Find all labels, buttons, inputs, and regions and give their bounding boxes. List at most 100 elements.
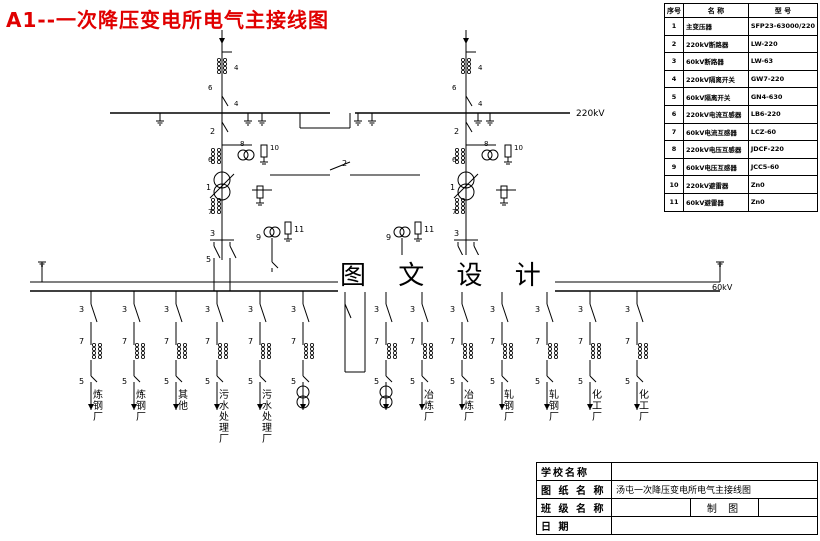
drawing-name-value: 汤屯一次降压变电所电气主接线图 <box>611 480 818 499</box>
feeder-10-ct-coil <box>508 354 513 359</box>
feeder-9-number-3: 3 <box>450 305 455 314</box>
feeder-12-ct-coil <box>591 342 596 347</box>
incoming-line-2-ct-coil <box>460 66 465 71</box>
feeder-7-ct-coil <box>392 342 397 347</box>
station-transformer-1-winding-hv <box>296 385 310 399</box>
part-model: JCC5-60 <box>747 157 819 177</box>
feeder-11-ct-coil <box>548 354 553 359</box>
part-index: 10 <box>664 175 684 194</box>
incoming-line-1-ct-coil <box>222 66 227 71</box>
feeder-7-ct-coil <box>386 342 391 347</box>
part-model: Zn0 <box>747 175 819 194</box>
feeder-10-number-7: 7 <box>490 337 495 346</box>
feeder-12-label-char: 工 <box>592 401 602 412</box>
feeder-3-number-5: 5 <box>164 377 169 386</box>
part-model: SFP23-63000/220 <box>747 17 819 36</box>
feeder-1-label-char: 炼 <box>93 388 103 401</box>
feeder-7-disconnect-blade <box>385 375 393 383</box>
part-model: LB6-220 <box>747 104 819 124</box>
lv-vt-branch-2-vt-winding <box>393 226 405 238</box>
lv-vt-branch-2-arrester <box>414 221 422 235</box>
feeder-9-ct-coil <box>462 350 467 355</box>
feeder-8-ct-coil <box>422 350 427 355</box>
header-model: 型 号 <box>747 3 819 18</box>
feeder-5-arrow <box>257 404 263 410</box>
feeder-8-ct-coil <box>422 354 427 359</box>
feeder-6-ct-coil <box>309 354 314 359</box>
feeder-10-ct-coil <box>502 354 507 359</box>
feeder-6-ct-coil <box>303 346 308 351</box>
part-name: 60kV电压互感器 <box>683 157 749 177</box>
part-index: 1 <box>664 17 684 36</box>
feeder-10-number-3: 3 <box>490 305 495 314</box>
part-index: 11 <box>664 192 684 212</box>
feeder-8-ct-coil <box>428 350 433 355</box>
feeder-2-ct-coil <box>134 346 139 351</box>
feeder-2-label-char: 炼 <box>136 388 146 401</box>
incoming-line-2-ct-lv-coil <box>460 205 465 210</box>
incoming-line-1-ct-lower-coil <box>210 151 215 156</box>
feeder-2-ct-coil <box>134 350 139 355</box>
feeder-12-ct-coil <box>591 346 596 351</box>
feeder-4-ct-coil <box>217 354 222 359</box>
feeder-6-ct-coil <box>303 350 308 355</box>
feeder-10-ct-coil <box>502 350 507 355</box>
incoming-line-1-number-2: 2 <box>210 127 215 136</box>
incoming-line-2-main-transformer-tap-arrow <box>453 173 479 199</box>
lv-incoming-1-number-3: 3 <box>210 229 215 238</box>
incoming-line-1-number-4: 4 <box>234 64 239 72</box>
feeder-13-number-7: 7 <box>625 337 630 346</box>
feeder-1-ct-coil <box>92 342 97 347</box>
feeder-2-label-char: 钢 <box>136 399 146 412</box>
school-label: 学校名称 <box>536 462 612 481</box>
feeder-13-number-3: 3 <box>625 305 630 314</box>
feeder-8-disconnect-blade <box>421 375 429 383</box>
incoming-line-2-ct-lv-coil <box>454 205 459 210</box>
feeder-1-ct-coil <box>92 354 97 359</box>
feeder-2-ct-coil <box>134 354 139 359</box>
feeder-1-ct-coil <box>98 350 103 355</box>
feeder-11-ct-coil <box>548 342 553 347</box>
feeder-9-disconnect-blade <box>461 375 469 383</box>
feeder-6-number-3: 3 <box>291 305 296 314</box>
feeder-12-number-5: 5 <box>578 377 583 386</box>
incoming-line-1-ct-coil <box>216 62 221 67</box>
part-name: 220kV电流互感器 <box>683 104 749 124</box>
feeder-2-ct-coil <box>140 350 145 355</box>
incoming-line-1-hv-arrester <box>260 144 268 158</box>
feeder-6-ct-coil <box>309 350 314 355</box>
incoming-line-2-ct-coil <box>460 58 465 63</box>
feeder-10-ct-coil <box>508 346 513 351</box>
feeder-6-number-5: 5 <box>291 377 296 386</box>
feeder-5-breaker-blade <box>259 303 267 323</box>
incoming-line-2-ct-lv-coil <box>454 197 459 202</box>
incoming-line-1-neutral-arrester <box>256 185 264 199</box>
lv-vt-branch-1-vt-winding <box>269 226 281 238</box>
feeder-11-ct-coil <box>548 346 553 351</box>
class-value <box>611 498 691 517</box>
feeder-11-breaker-blade <box>546 303 554 323</box>
lv-vt-branch-1-vt-winding <box>263 226 275 238</box>
feeder-13-ct-coil <box>644 354 649 359</box>
feeder-12-ct-coil <box>591 354 596 359</box>
incoming-line-2-ct-lower-coil <box>454 151 459 156</box>
feeder-3-label-char: 他 <box>178 399 188 412</box>
feeder-12-ct-coil <box>597 342 602 347</box>
feeder-4-ct-coil <box>223 342 228 347</box>
incoming-line-2-breaker-blade <box>465 121 473 133</box>
incoming-line-2-ct-lower-coil <box>454 155 459 160</box>
date-label: 日 期 <box>536 516 612 535</box>
feeder-3-ct-coil <box>176 346 181 351</box>
feeder-9-ct-coil <box>462 346 467 351</box>
feeder-12-label-char: 厂 <box>592 412 602 423</box>
lv-incoming-2-number-3: 3 <box>454 229 459 238</box>
feeder-6-breaker-blade <box>302 303 310 323</box>
part-name: 220kV隔离开关 <box>683 69 749 89</box>
part-index: 5 <box>664 87 684 106</box>
feeder-1-ct-coil <box>98 354 103 359</box>
feeder-1-ct-coil <box>92 350 97 355</box>
incoming-line-2-number-1: 1 <box>450 183 455 192</box>
incoming-line-2-ct-lv-coil <box>460 209 465 214</box>
